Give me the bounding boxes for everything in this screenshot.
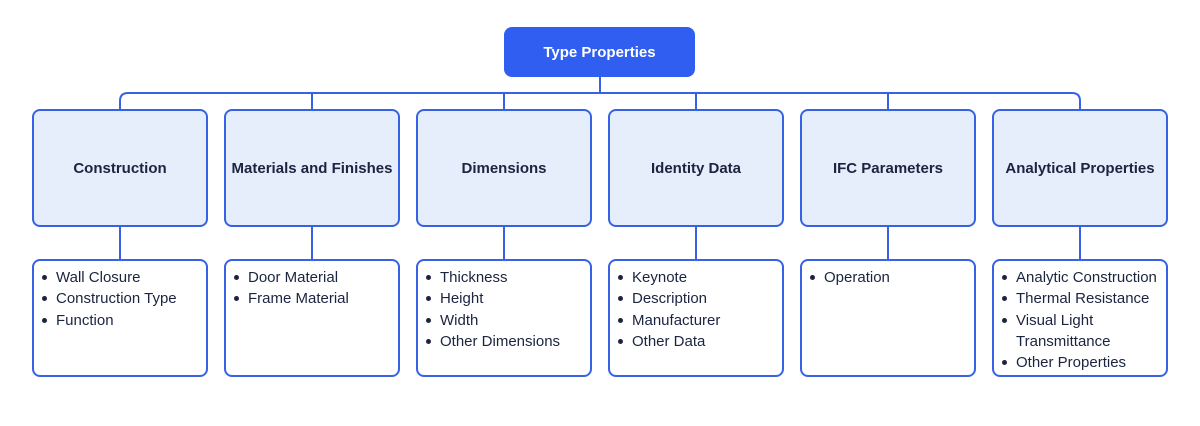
category-label: Construction — [73, 159, 167, 177]
item-list-dimensions: Thickness Height Width Other Dimensions — [416, 259, 592, 377]
category-label: Materials and Finishes — [231, 159, 393, 177]
item-list-identity-data: Keynote Description Manufacturer Other D… — [608, 259, 784, 377]
category-box-construction: Construction — [32, 109, 208, 227]
list-item: Door Material — [232, 267, 392, 288]
item-list-analytical-properties: Analytic Construction Thermal Resistance… — [992, 259, 1168, 377]
root-label: Type Properties — [543, 43, 656, 61]
list-item: Visual Light Transmittance — [1000, 310, 1160, 353]
category-label: Dimensions — [461, 159, 547, 177]
list-item: Manufacturer — [616, 310, 776, 331]
item-list-construction: Wall Closure Construction Type Function — [32, 259, 208, 377]
item-list-materials: Door Material Frame Material — [224, 259, 400, 377]
category-label: Analytical Properties — [1005, 159, 1155, 177]
list-item: Keynote — [616, 267, 776, 288]
category-box-identity-data: Identity Data — [608, 109, 784, 227]
item-list-ifc-parameters: Operation — [800, 259, 976, 377]
list-item: Thickness — [424, 267, 584, 288]
list-item: Frame Material — [232, 288, 392, 309]
list-item: Function — [40, 310, 200, 331]
category-box-materials: Materials and Finishes — [224, 109, 400, 227]
bus-connector — [119, 92, 1081, 109]
root-node: Type Properties — [504, 27, 695, 77]
list-item: Other Data — [616, 331, 776, 352]
list-item: Operation — [808, 267, 968, 288]
list-item: Other Properties — [1000, 352, 1160, 373]
category-label: IFC Parameters — [832, 159, 944, 177]
list-item: Thermal Resistance — [1000, 288, 1160, 309]
list-item: Analytic Construction — [1000, 267, 1160, 288]
list-item: Description — [616, 288, 776, 309]
list-item: Construction Type — [40, 288, 200, 309]
list-item: Height — [424, 288, 584, 309]
category-box-ifc-parameters: IFC Parameters — [800, 109, 976, 227]
list-item: Width — [424, 310, 584, 331]
category-box-analytical-properties: Analytical Properties — [992, 109, 1168, 227]
category-label: Identity Data — [650, 159, 741, 177]
category-box-dimensions: Dimensions — [416, 109, 592, 227]
list-item: Other Dimensions — [424, 331, 584, 352]
list-item: Wall Closure — [40, 267, 200, 288]
